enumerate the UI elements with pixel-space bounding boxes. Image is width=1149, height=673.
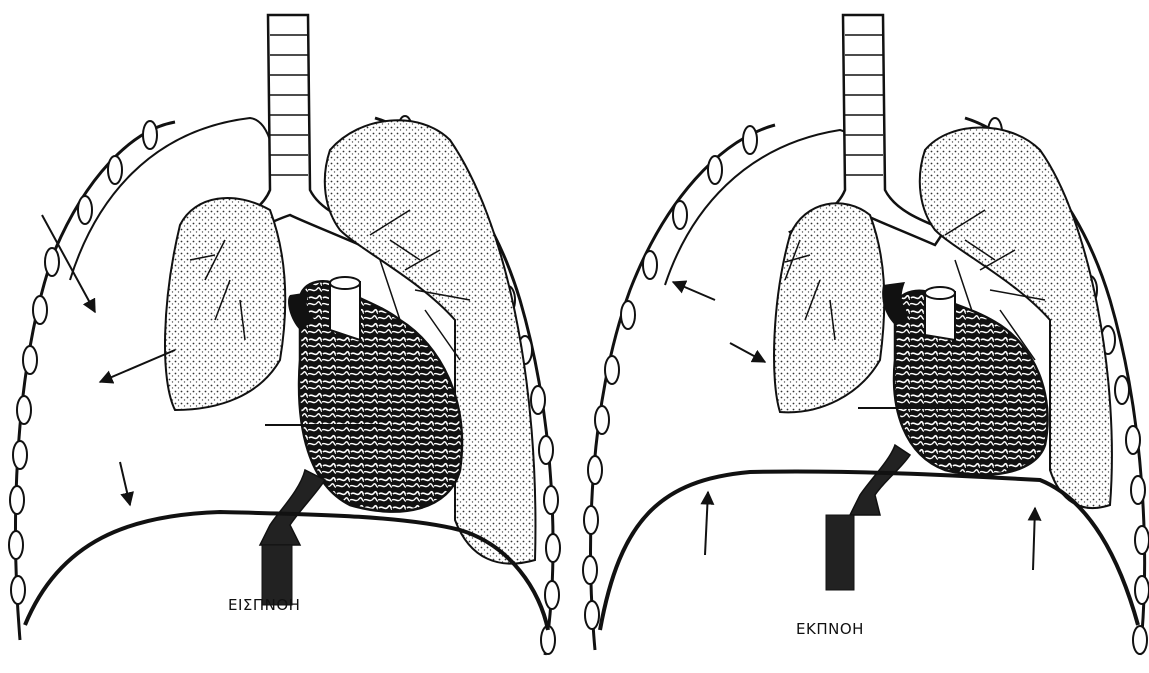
- left-chest-wall: [16, 122, 175, 640]
- vena-cava-right: [850, 445, 910, 515]
- arrow-diaphragm-up-right: [1033, 508, 1035, 570]
- aorta-left: [330, 282, 360, 340]
- inhalation-panel: [9, 15, 560, 655]
- arrow-diaphragm-down: [120, 462, 130, 505]
- vena-cava-left: [260, 470, 325, 545]
- arrow-chest-recoil: [673, 282, 715, 300]
- exhalation-panel: [583, 15, 1149, 655]
- ribs-left: [9, 121, 157, 604]
- left-lung: [165, 198, 285, 410]
- left-lung-2: [774, 203, 884, 412]
- inhalation-caption: ΕΙΣΠΝΟΗ: [228, 596, 300, 614]
- ribs-left-2: [583, 126, 757, 629]
- heart: [299, 281, 462, 511]
- heart-2: [894, 291, 1047, 475]
- aorta-descending-right: [826, 515, 854, 590]
- exhalation-caption: ΕΚΠΝΟΗ: [796, 620, 864, 638]
- arrow-lung-pull: [100, 350, 175, 382]
- arrow-diaphragm-up-left: [705, 492, 708, 555]
- arrow-lung-recoil: [730, 343, 765, 362]
